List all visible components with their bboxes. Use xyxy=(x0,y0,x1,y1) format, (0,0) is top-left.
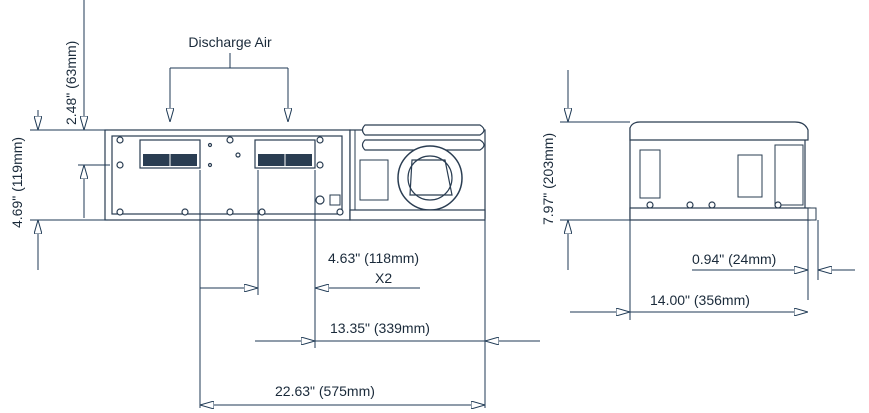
dim-height-top-label: 2.48" (63mm) xyxy=(63,41,79,125)
dim-height-side-label: 4.69" (119mm) xyxy=(9,137,25,228)
dim-side-depth: 14.00" (356mm) xyxy=(570,220,808,320)
dim-total-width: 22.63" (575mm) xyxy=(200,383,485,405)
dim-side-height: 7.97" (203mm) xyxy=(540,70,630,270)
dim-height-side: 4.69" (119mm) xyxy=(9,110,108,270)
dim-spacing-qty-label: X2 xyxy=(375,270,392,286)
dim-offset: 13.35" (339mm) xyxy=(255,320,540,341)
discharge-air-label: Discharge Air xyxy=(188,34,272,50)
dim-spacing-label: 4.63" (118mm) xyxy=(328,250,419,266)
dim-total-width-label: 22.63" (575mm) xyxy=(275,383,375,399)
discharge-air-callout: Discharge Air xyxy=(170,34,288,122)
dim-side-lip: 0.94" (24mm) xyxy=(692,220,855,300)
dim-side-depth-label: 14.00" (356mm) xyxy=(650,292,750,308)
discharge-grille-left xyxy=(139,139,201,169)
fan-coil-section xyxy=(349,124,486,221)
discharge-grille-right xyxy=(254,139,316,169)
dim-side-height-label: 7.97" (203mm) xyxy=(540,133,556,225)
dim-side-lip-label: 0.94" (24mm) xyxy=(692,251,776,267)
front-view-unit xyxy=(104,124,486,221)
dim-offset-label: 13.35" (339mm) xyxy=(330,320,430,336)
side-view-unit xyxy=(629,121,817,221)
dim-height-top: 2.48" (63mm) xyxy=(63,0,110,218)
dim-spacing: 4.63" (118mm) X2 xyxy=(200,250,420,288)
screw-holes xyxy=(116,136,344,216)
